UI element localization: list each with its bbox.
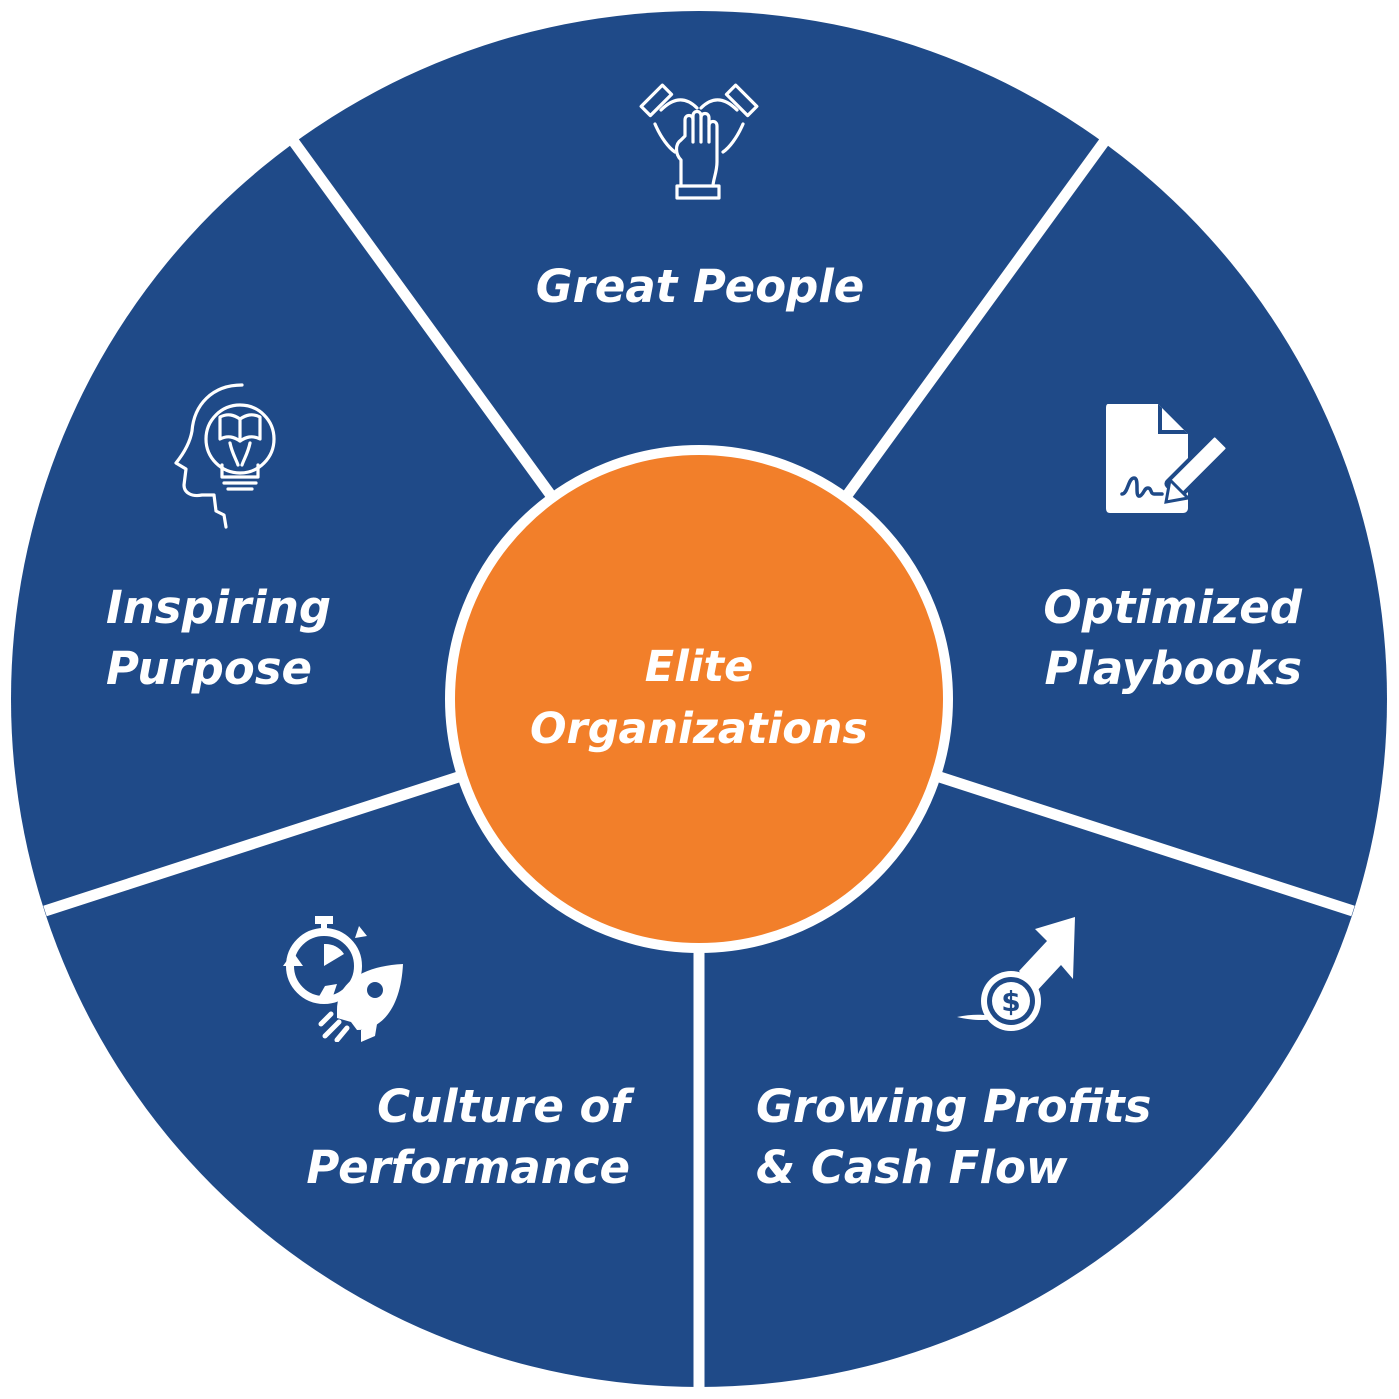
label-line: Inspiring	[106, 581, 332, 634]
label-line: Purpose	[106, 642, 313, 695]
center-label-line2: Organizations	[530, 704, 868, 754]
center-hub	[445, 445, 953, 953]
segment-label-optimized-playbooks: Optimized Playbooks	[1010, 577, 1302, 699]
label-line: Performance	[306, 1141, 630, 1194]
center-label: Elite Organizations	[449, 636, 949, 760]
label-line: Playbooks	[1044, 642, 1302, 695]
svg-text:$: $	[1001, 985, 1020, 1018]
signed-document-icon	[1104, 402, 1230, 516]
head-lightbulb-book-icon	[172, 381, 282, 529]
label-line: Culture of	[377, 1080, 630, 1133]
label-line: Great People	[535, 260, 865, 313]
label-line: Growing Profits	[756, 1080, 1152, 1133]
rising-coin-icon: $	[955, 913, 1079, 1037]
label-line: & Cash Flow	[756, 1141, 1068, 1194]
segment-label-culture-of-performance: Culture of Performance	[240, 1076, 630, 1198]
segment-dividers	[43, 138, 1355, 1390]
segment-label-inspiring-purpose: Inspiring Purpose	[106, 577, 406, 699]
segment-label-great-people: Great People	[440, 256, 960, 317]
segment-label-growing-profits: Growing Profits & Cash Flow	[756, 1076, 1186, 1198]
stopwatch-rocket-icon	[281, 914, 407, 1042]
center-label-line1: Elite	[644, 642, 754, 692]
teamwork-hands-icon	[637, 80, 761, 202]
label-line: Optimized	[1043, 581, 1302, 634]
